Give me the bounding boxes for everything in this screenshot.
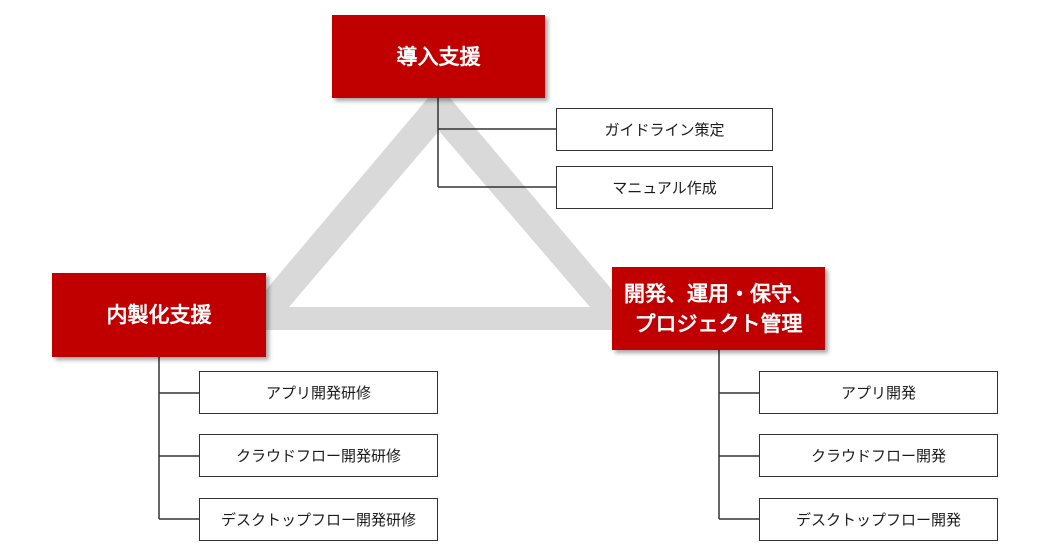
cycle-triangle	[232, 85, 646, 330]
left-item-2: クラウドフロー開発研修	[199, 434, 438, 477]
left-node-box: 内製化支援	[52, 273, 266, 357]
right-node-box: 開発、運用・保守、 プロジェクト管理	[612, 267, 825, 350]
right-connectors	[718, 350, 760, 520]
top-connectors	[437, 98, 557, 188]
right-item-2: クラウドフロー開発	[759, 434, 998, 477]
right-node-title: 開発、運用・保守、 プロジェクト管理	[624, 281, 813, 336]
top-item-1: ガイドライン策定	[556, 108, 773, 151]
top-node-title: 導入支援	[396, 44, 481, 69]
left-item-1: アプリ開発研修	[199, 371, 438, 414]
left-item-label: クラウドフロー開発研修	[235, 447, 401, 465]
right-item-label: アプリ開発	[840, 384, 916, 402]
top-node-box: 導入支援	[332, 15, 545, 98]
right-item-label: クラウドフロー開発	[810, 447, 946, 465]
right-item-label: デスクトップフロー開発	[795, 511, 961, 529]
right-item-3: デスクトップフロー開発	[759, 498, 998, 541]
left-item-label: アプリ開発研修	[265, 384, 371, 402]
top-item-2: マニュアル作成	[556, 166, 773, 209]
left-item-label: デスクトップフロー開発研修	[220, 511, 416, 529]
right-item-1: アプリ開発	[759, 371, 998, 414]
top-item-label: ガイドライン策定	[604, 121, 725, 139]
top-item-label: マニュアル作成	[612, 179, 717, 197]
left-connectors	[158, 357, 200, 520]
left-node-title: 内製化支援	[106, 303, 212, 327]
left-item-3: デスクトップフロー開発研修	[199, 498, 438, 541]
